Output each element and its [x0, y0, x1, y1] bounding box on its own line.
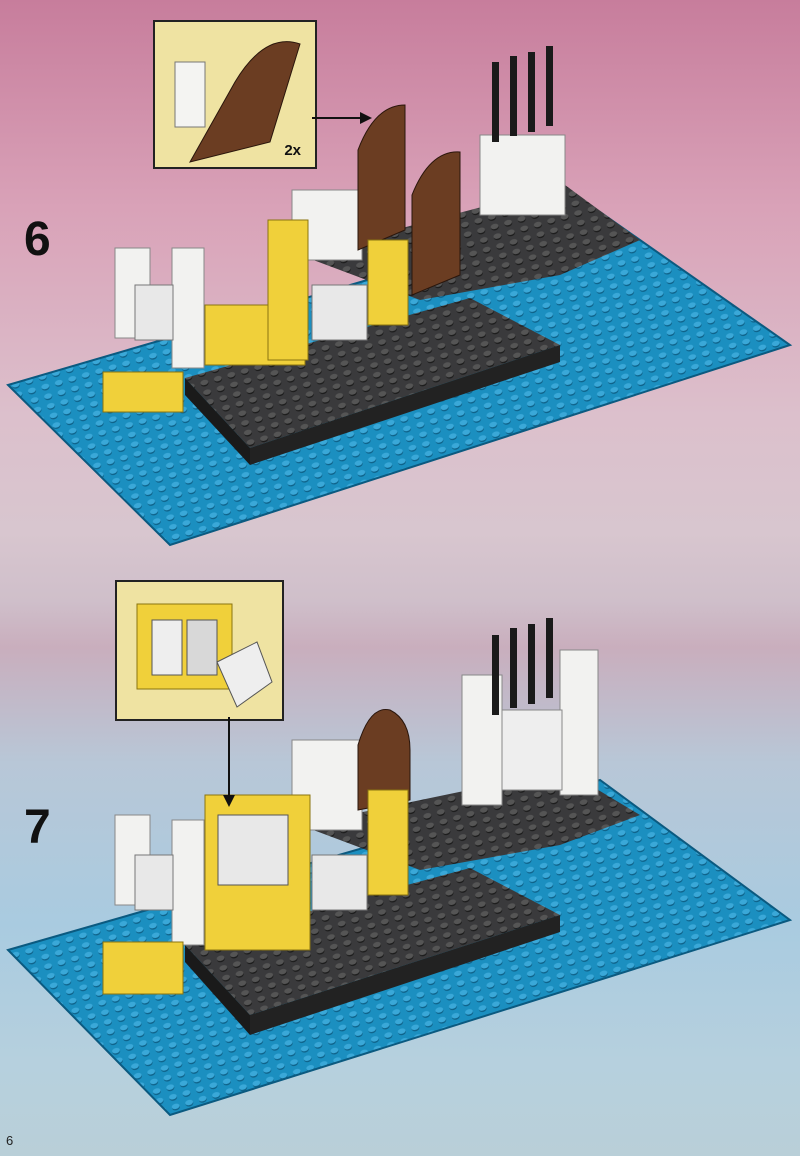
yellow-wall — [267, 219, 309, 361]
step-7-model-illustration — [6, 618, 793, 1117]
white-fence — [311, 854, 368, 911]
front-black-plate — [185, 868, 560, 1015]
page-number: 6 — [6, 1133, 14, 1148]
window-part-icon — [136, 603, 273, 708]
step-number: 7 — [24, 801, 51, 854]
white-pillar — [171, 247, 205, 369]
black-bars — [492, 618, 553, 715]
front-black-plate — [185, 298, 560, 448]
white-fence — [311, 284, 368, 341]
black-bars — [492, 46, 553, 142]
white-column — [559, 649, 599, 796]
step-number: 6 — [24, 213, 51, 266]
white-wall-back — [501, 709, 563, 791]
quantity-label: 2x — [284, 142, 301, 159]
brown-door — [357, 104, 406, 251]
step-6-callout: 2x — [153, 20, 317, 169]
lattice-window — [217, 814, 289, 886]
yellow-brick — [102, 941, 184, 995]
door-hinge-part-icon — [174, 41, 301, 163]
white-fence — [134, 284, 174, 341]
yellow-brick — [102, 371, 184, 413]
yellow-wall — [367, 789, 409, 896]
arrow-icon — [223, 717, 235, 807]
step-7-callout — [115, 580, 284, 721]
arrow-icon — [312, 112, 372, 124]
brown-door — [411, 151, 461, 296]
white-column-back — [479, 134, 566, 216]
yellow-wall — [367, 239, 409, 326]
brown-door — [357, 708, 411, 811]
white-fence — [134, 854, 174, 911]
white-pillar — [171, 819, 205, 946]
step-6-model-illustration — [6, 46, 793, 547]
